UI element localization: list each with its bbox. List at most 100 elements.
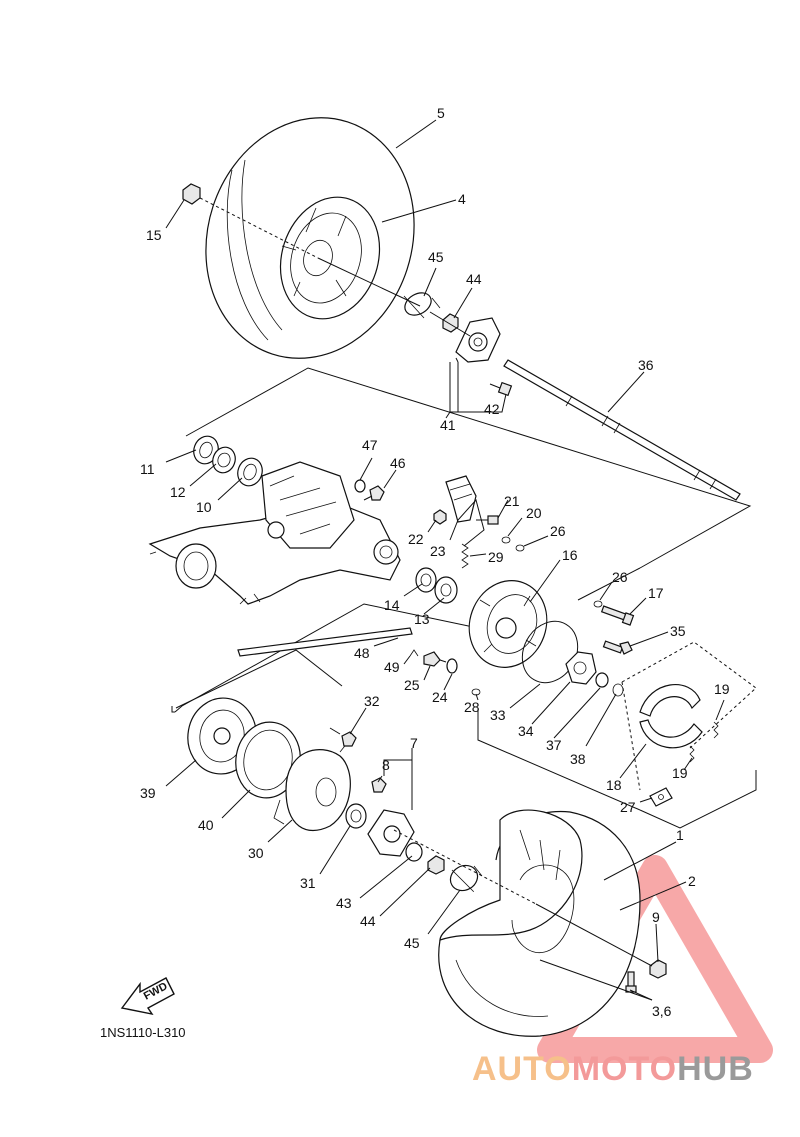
part-label: 25 (404, 677, 420, 693)
fwd-arrow-icon: FWD (120, 977, 175, 1016)
washer-24 (446, 658, 458, 674)
seal-12 (212, 446, 236, 474)
collar-43 (405, 842, 423, 862)
pin-26-right (593, 600, 603, 608)
part-label: 26 (550, 523, 566, 539)
flange-34 (565, 651, 597, 685)
part-label: 23 (430, 543, 446, 559)
nut-15 (182, 183, 201, 205)
bolt-8 (371, 777, 387, 793)
nut-22 (433, 509, 447, 525)
part-label: 3,6 (652, 1003, 672, 1019)
brake-shoe-group-box (621, 641, 757, 749)
top-wheel (205, 117, 415, 359)
bolt-35 (602, 640, 633, 655)
part-label: 12 (170, 484, 186, 500)
part-label: 24 (432, 689, 448, 705)
part-label: 44 (466, 271, 482, 287)
part-label: 45 (404, 935, 420, 951)
part-label: 37 (546, 737, 562, 753)
part-label: 18 (606, 777, 622, 793)
valve-3-6 (625, 971, 637, 993)
o-ring-38 (612, 683, 624, 697)
bearing-14 (415, 567, 437, 593)
part-label: 45 (428, 249, 444, 265)
part-label: 1 (676, 827, 684, 843)
part-label: 10 (196, 499, 212, 515)
bolt-21 (476, 515, 499, 525)
brake-plate-16 (468, 580, 548, 668)
nut-9 (649, 959, 667, 979)
bolt-17 (600, 605, 635, 626)
bolt-46 (363, 485, 385, 501)
part-label: 5 (437, 105, 445, 121)
leader-lines (165, 119, 725, 1001)
part-label: 26 (612, 569, 628, 585)
bracket-23 (445, 475, 477, 523)
bolt-32 (329, 727, 357, 747)
clip-49 (409, 649, 419, 657)
pin-26-upper (515, 544, 525, 552)
seal-11 (193, 435, 219, 465)
part-label: 44 (360, 913, 376, 929)
part-label: 16 (562, 547, 578, 563)
brake-shoe-18 (639, 684, 703, 749)
seal-31 (345, 803, 367, 829)
part-label: 8 (382, 757, 390, 773)
part-label: 46 (390, 455, 406, 471)
bolt-25 (423, 651, 447, 667)
part-label: 4 (458, 191, 466, 207)
part-label: 28 (464, 699, 480, 715)
part-label: 38 (570, 751, 586, 767)
seal-13 (434, 576, 458, 604)
part-label: 21 (504, 493, 520, 509)
part-label: 30 (248, 845, 264, 861)
part-label: 19 (672, 765, 688, 781)
part-label: 32 (364, 693, 380, 709)
part-label: 13 (414, 611, 430, 627)
pin-20 (501, 536, 511, 544)
part-label: 42 (484, 401, 500, 417)
part-label: 49 (384, 659, 400, 675)
watermark-logo: AUTOMOTOHUB (472, 1050, 754, 1089)
part-label: 2 (688, 873, 696, 889)
part-label: 34 (518, 723, 534, 739)
part-label: 47 (362, 437, 378, 453)
part-label: 19 (714, 681, 730, 697)
bearing-10 (237, 457, 263, 487)
watermark-moto: MOTO (571, 1050, 678, 1088)
part-label: 22 (408, 531, 424, 547)
spring-19-b (689, 745, 695, 763)
part-label: 33 (490, 707, 506, 723)
bolt-42 (489, 381, 513, 397)
hub-7 (367, 809, 415, 857)
part-label: 27 (620, 799, 636, 815)
washer-47 (354, 479, 366, 493)
diagram-code: 1NS1110-L310 (100, 1025, 186, 1040)
nut-44-top (442, 313, 459, 333)
part-label: 7 (410, 735, 418, 751)
plate-27 (649, 787, 673, 807)
part-label: 14 (384, 597, 400, 613)
collar-37 (595, 672, 609, 688)
part-labels: 5 4 15 45 44 36 42 41 47 46 11 12 10 21 … (140, 105, 730, 1019)
part-label: 41 (440, 417, 456, 433)
nut-44-bottom (427, 855, 445, 875)
cover-30 (273, 741, 351, 831)
part-label: 11 (140, 461, 155, 477)
part-label: 31 (300, 875, 316, 891)
hub-41 (455, 317, 501, 363)
part-label: 43 (336, 895, 352, 911)
part-label: 48 (354, 645, 370, 661)
part-label: 15 (146, 227, 162, 243)
part-label: 17 (648, 585, 664, 601)
part-label: 20 (526, 505, 542, 521)
part-label: 35 (670, 623, 686, 639)
shaft-48 (237, 627, 413, 657)
spring-29 (461, 543, 469, 569)
part-label: 29 (488, 549, 504, 565)
part-label: 40 (198, 817, 214, 833)
part-label: 39 (140, 785, 156, 801)
